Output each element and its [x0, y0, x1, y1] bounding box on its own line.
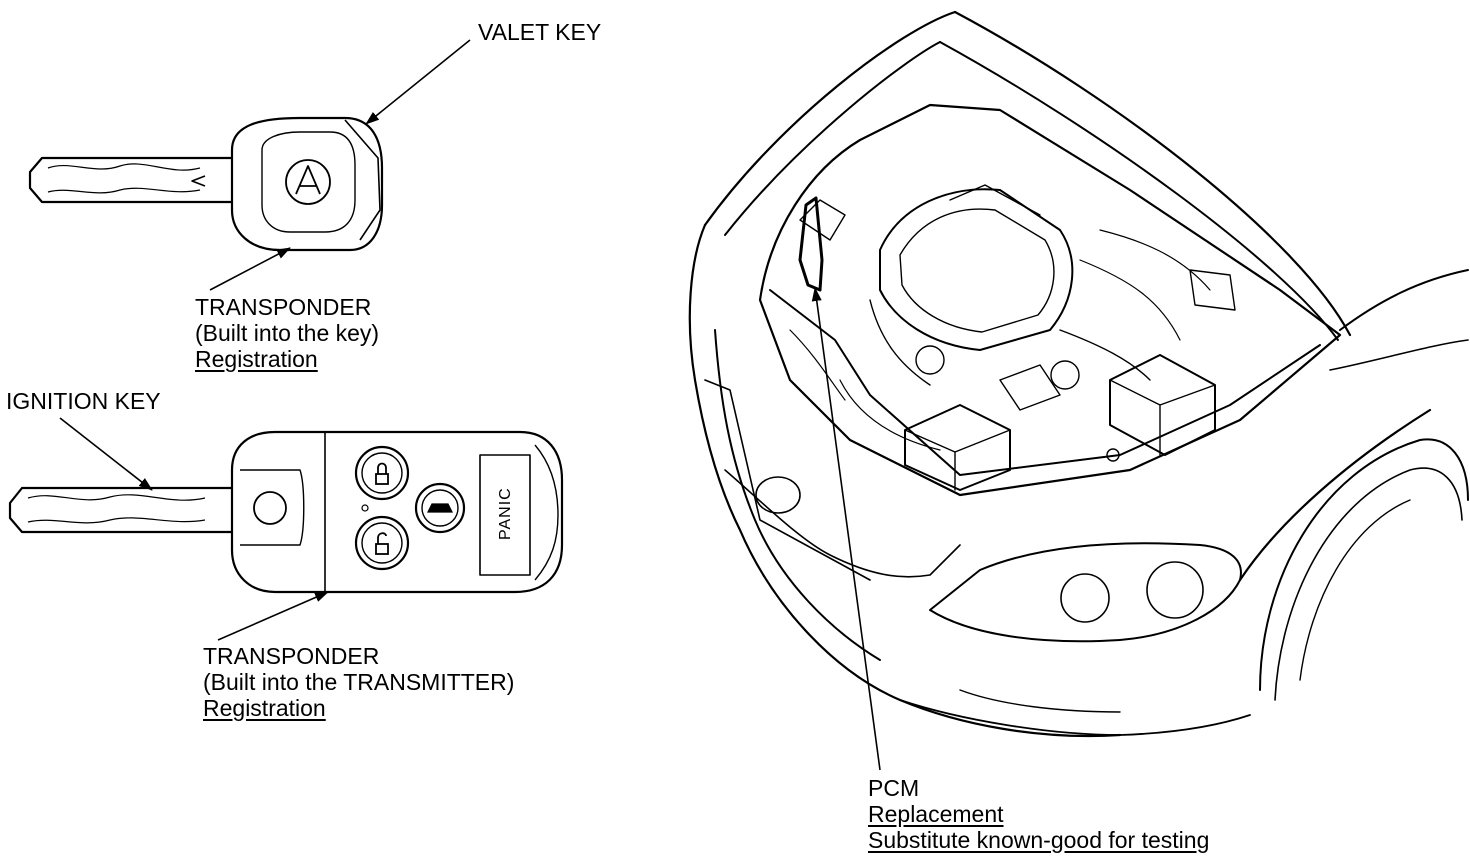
valet-transponder-note: (Built into the key)	[195, 320, 380, 346]
valet-transponder-title: TRANSPONDER	[195, 294, 372, 320]
valet-key-leader	[365, 39, 471, 125]
panic-label[interactable]: PANIC	[497, 487, 514, 540]
valet-transponder-leader	[209, 247, 291, 291]
car-engine-bay-icon	[688, 10, 1469, 738]
valet-transponder-registration-link[interactable]: Registration	[195, 346, 318, 372]
unlock-icon	[375, 532, 389, 555]
valet-key-label: VALET KEY	[478, 19, 602, 45]
pcm-substitute-link[interactable]: Substitute known-good for testing	[868, 827, 1210, 853]
transmitter-transponder-registration-link[interactable]: Registration	[203, 695, 326, 721]
pcm-leader	[811, 287, 881, 771]
lock-icon	[375, 462, 389, 485]
transmitter-transponder-leader	[217, 591, 329, 641]
pcm-replacement-link[interactable]: Replacement	[868, 801, 1004, 827]
ignition-key-transmitter-icon	[8, 430, 564, 594]
leader-lines	[59, 39, 881, 771]
transmitter-transponder-title: TRANSPONDER	[203, 643, 380, 669]
valet-key-icon	[28, 116, 384, 252]
ignition-key-label: IGNITION KEY	[6, 388, 161, 414]
pcm-title: PCM	[868, 775, 920, 801]
ignition-key-leader	[59, 417, 153, 491]
transmitter-transponder-note: (Built into the TRANSMITTER)	[203, 669, 515, 695]
trunk-icon	[427, 503, 453, 513]
